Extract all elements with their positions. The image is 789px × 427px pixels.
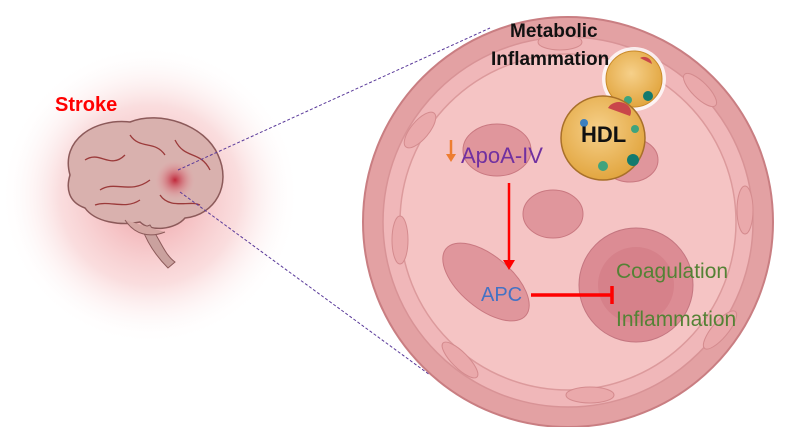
metabolic-label: Metabolic: [510, 21, 598, 42]
hdl-particle-small: [602, 47, 666, 111]
activation-arrow: [503, 183, 515, 270]
zoom-line-bottom: [179, 191, 431, 376]
apoa-iv-label: ApoA-IV: [461, 143, 543, 168]
hdl-particle: [560, 95, 646, 181]
inflammation-effect-label: Inflammation: [616, 308, 737, 331]
hdl-label: HDL: [581, 122, 627, 147]
coagulation-label: Coagulation: [616, 260, 729, 283]
brain-icon: [67, 117, 224, 269]
decrease-arrow-icon: [446, 140, 456, 162]
zoom-line-top: [177, 27, 491, 171]
inhibition-arrow: [531, 286, 614, 304]
inflammation-title-label: Inflammation: [491, 49, 610, 70]
blood-vessel-cross-section: [362, 16, 774, 427]
stroke-label: Stroke: [55, 94, 118, 116]
apc-label: APC: [481, 284, 523, 306]
red-blood-cells: [442, 123, 694, 343]
